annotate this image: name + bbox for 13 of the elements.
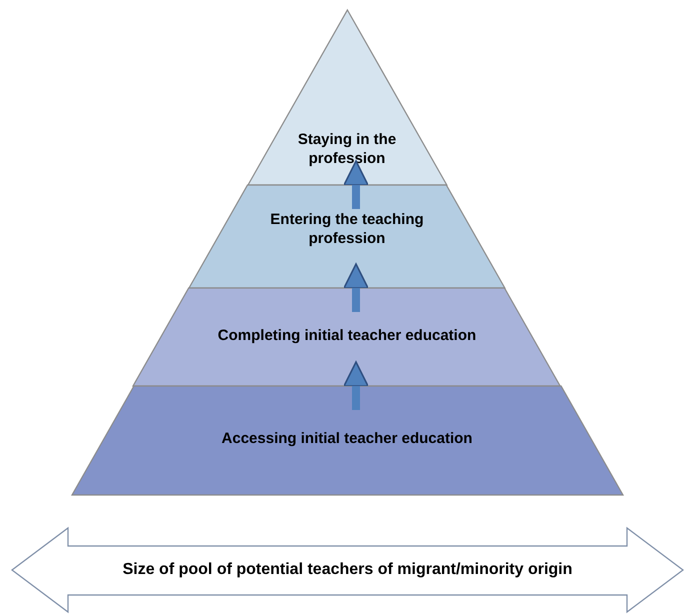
arrow: [343, 361, 369, 410]
pyramid-tier: [189, 185, 505, 288]
arrow-label: Size of pool of potential teachers of migrant/minority origin: [122, 560, 572, 579]
pyramid-tier: [72, 386, 622, 495]
tier-label: Accessing initial teacher education: [222, 429, 472, 448]
tier-label: Staying in the profession: [296, 130, 398, 168]
tier-label: Completing initial teacher education: [218, 326, 476, 345]
double-arrow: [12, 528, 683, 612]
tier-label: Entering the teaching profession: [269, 210, 425, 248]
arrow: [343, 160, 369, 209]
pyramid-tier: [133, 288, 561, 386]
arrow: [343, 263, 369, 312]
pyramid-tier: [248, 10, 446, 185]
